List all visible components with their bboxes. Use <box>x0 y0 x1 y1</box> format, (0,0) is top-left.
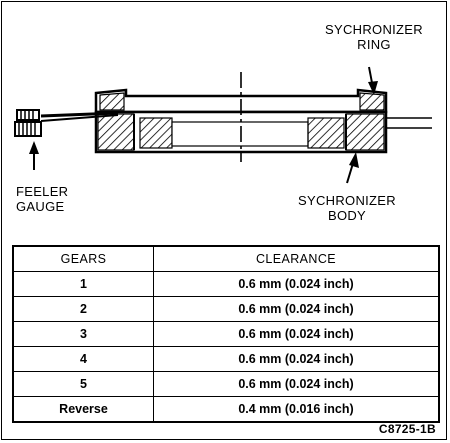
clearance-table: GEARS CLEARANCE 1 0.6 mm (0.024 inch) 2 … <box>12 245 440 423</box>
clearance-cell: 0.6 mm (0.024 inch) <box>153 346 440 372</box>
table-row: 1 0.6 mm (0.024 inch) <box>12 271 440 297</box>
clearance-cell: 0.6 mm (0.024 inch) <box>153 296 440 322</box>
table-row: 5 0.6 mm (0.024 inch) <box>12 371 440 397</box>
gauge-arrow <box>29 141 39 170</box>
clearance-cell: 0.6 mm (0.024 inch) <box>153 271 440 297</box>
clearance-cell: 0.6 mm (0.024 inch) <box>153 371 440 397</box>
gear-cell: 4 <box>12 346 154 372</box>
header-clearance: CLEARANCE <box>153 245 440 272</box>
table-row: 4 0.6 mm (0.024 inch) <box>12 346 440 372</box>
clearance-cell: 0.6 mm (0.024 inch) <box>153 321 440 347</box>
label-synchronizer-ring: SYCHRONIZER RING <box>325 22 423 52</box>
table-row: 2 0.6 mm (0.024 inch) <box>12 296 440 322</box>
clearance-cell: 0.4 mm (0.016 inch) <box>153 396 440 423</box>
header-gears: GEARS <box>12 245 154 272</box>
label-feeler-gauge: FEELER GAUGE <box>16 184 69 214</box>
feeler-gauge <box>14 109 119 137</box>
body-arrow <box>346 152 359 184</box>
figure-code: C8725-1B <box>378 422 436 436</box>
synchronizer-diagram <box>14 66 432 184</box>
table-row: Reverse 0.4 mm (0.016 inch) <box>12 396 440 423</box>
table-row: 3 0.6 mm (0.024 inch) <box>12 321 440 347</box>
gear-cell: 2 <box>12 296 154 322</box>
label-synchronizer-body: SYCHRONIZER BODY <box>298 193 396 223</box>
gear-cell: 1 <box>12 271 154 297</box>
table-header-row: GEARS CLEARANCE <box>12 245 440 272</box>
gear-cell: 3 <box>12 321 154 347</box>
gear-cell: Reverse <box>12 396 154 423</box>
gear-cell: 5 <box>12 371 154 397</box>
ring-arrow <box>368 66 378 95</box>
